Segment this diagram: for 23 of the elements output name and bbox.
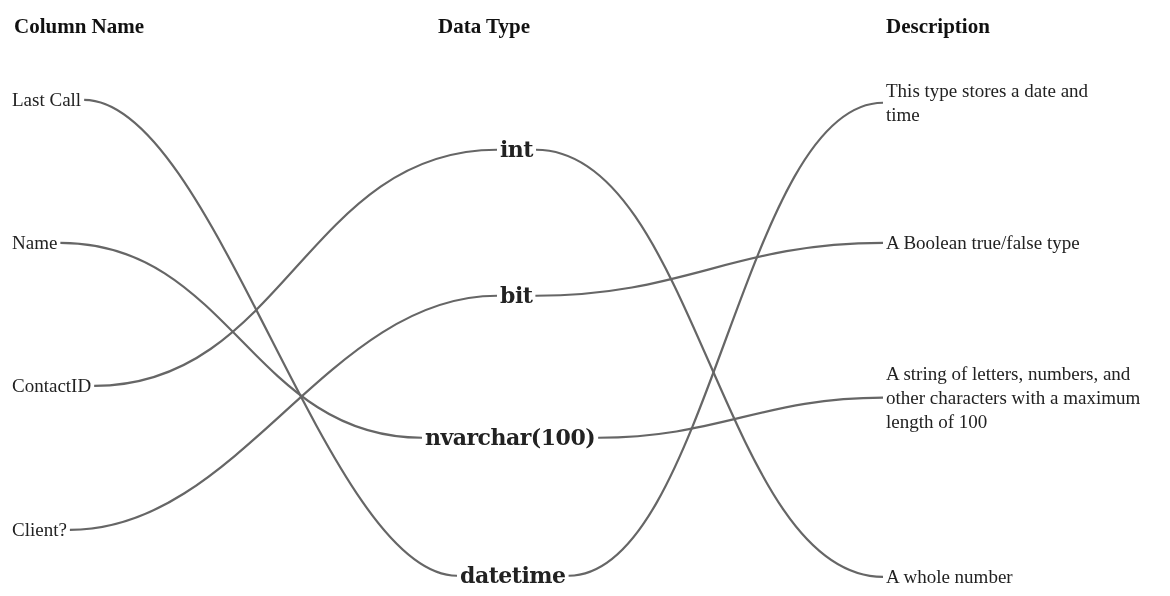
column-name-label: Name: [12, 231, 58, 255]
column-name-label: Client?: [12, 518, 67, 542]
column-header: Data Type: [438, 14, 530, 39]
description-text: A string of letters, numbers, and other characters with a maximum length of 100: [886, 362, 1166, 434]
column-name-label: Last Call: [12, 88, 82, 112]
connector-line: [83, 98, 458, 577]
data-type-label: int: [500, 136, 533, 164]
connector-line: [598, 396, 884, 439]
connector-line: [568, 101, 884, 577]
column-header: Column Name: [14, 14, 145, 39]
data-type-label: datetime: [460, 562, 566, 590]
description-text: A whole number: [886, 565, 1013, 589]
connector-line: [535, 241, 884, 297]
column-name-label: ContactID: [12, 374, 92, 398]
connector-line: [60, 241, 423, 439]
data-type-label: nvarchar(100): [425, 424, 596, 452]
column-header: Description: [886, 14, 990, 39]
description-text: A Boolean true/false type: [886, 231, 1080, 255]
connector-line: [535, 148, 884, 578]
connector-line: [69, 294, 498, 531]
data-type-label: bit: [500, 282, 533, 310]
description-text: This type stores a date and time: [886, 79, 1101, 127]
connector-line: [94, 148, 498, 387]
